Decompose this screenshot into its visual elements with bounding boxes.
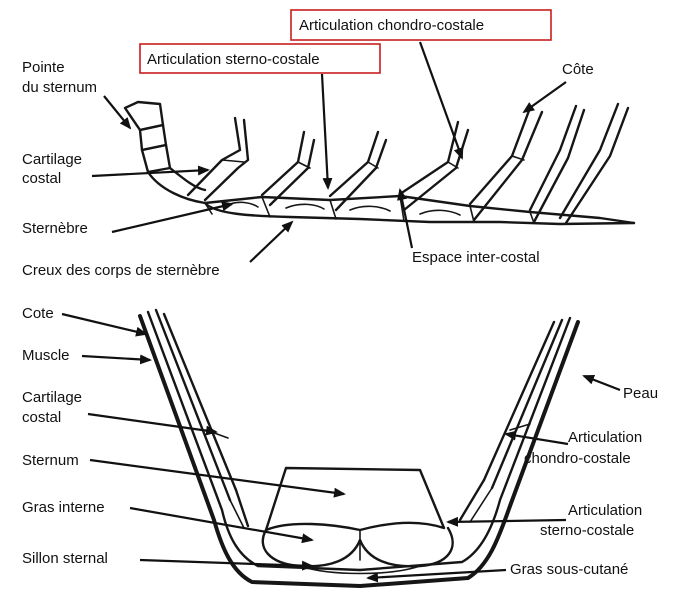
label-cartilage-top-line2: costal [22, 170, 61, 187]
label-pointe-line1: Pointe [22, 59, 65, 76]
label-gras-sous-cutane: Gras sous-cutané [510, 561, 628, 578]
arrow-espace-inter-costal [400, 190, 412, 248]
label-sterno-costale-top: Articulation sterno-costale [147, 51, 320, 68]
label-espace-inter-costal: Espace inter-costal [412, 249, 540, 266]
label-pointe-line2: du sternum [22, 79, 97, 96]
label-chondro-bottom-line1: Articulation [568, 429, 642, 446]
arrow-cote-top [524, 82, 566, 112]
arrow-peau [584, 376, 620, 390]
costal-cartilages-drawing [170, 104, 628, 223]
label-cartilage-bottom-line1: Cartilage [22, 389, 82, 406]
label-sillon-sternal: Sillon sternal [22, 550, 108, 567]
label-cote-top: Côte [562, 61, 594, 78]
label-creux-sternebre: Creux des corps de sternèbre [22, 262, 220, 279]
label-gras-interne: Gras interne [22, 499, 105, 516]
label-chondro-costale-top: Articulation chondro-costale [299, 17, 484, 34]
arrow-sternebre [112, 204, 232, 232]
label-sternebre: Sternèbre [22, 220, 88, 237]
label-cote-bottom: Cote [22, 305, 54, 322]
label-cartilage-top-line1: Cartilage [22, 151, 82, 168]
label-muscle: Muscle [22, 347, 70, 364]
arrow-muscle [82, 356, 150, 360]
label-chondro-bottom-line2: chondro-costale [524, 450, 631, 467]
sternum-block-drawing [263, 468, 453, 574]
label-cartilage-bottom-line2: costal [22, 409, 61, 426]
arrow-chondro-costale-top [420, 42, 462, 158]
label-sterno-bottom-line1: Articulation [568, 502, 642, 519]
label-sterno-bottom-line2: sterno-costale [540, 522, 634, 539]
arrow-gras-sous-cutane [368, 570, 506, 578]
arrow-pointe [104, 96, 130, 128]
left-wall-drawing [140, 310, 360, 586]
arrow-cote-bottom [62, 314, 146, 334]
label-sternum: Sternum [22, 452, 79, 469]
arrow-creux-sternebre [250, 222, 292, 262]
arrow-sterno-costale-top [322, 74, 328, 188]
sternum-tip-drawing [125, 102, 170, 172]
top-diagram: Articulation chondro-costale Articulatio… [22, 10, 634, 279]
label-peau: Peau [623, 385, 658, 402]
bottom-diagram: Cote Muscle Cartilage costal Sternum Gra… [22, 305, 658, 586]
